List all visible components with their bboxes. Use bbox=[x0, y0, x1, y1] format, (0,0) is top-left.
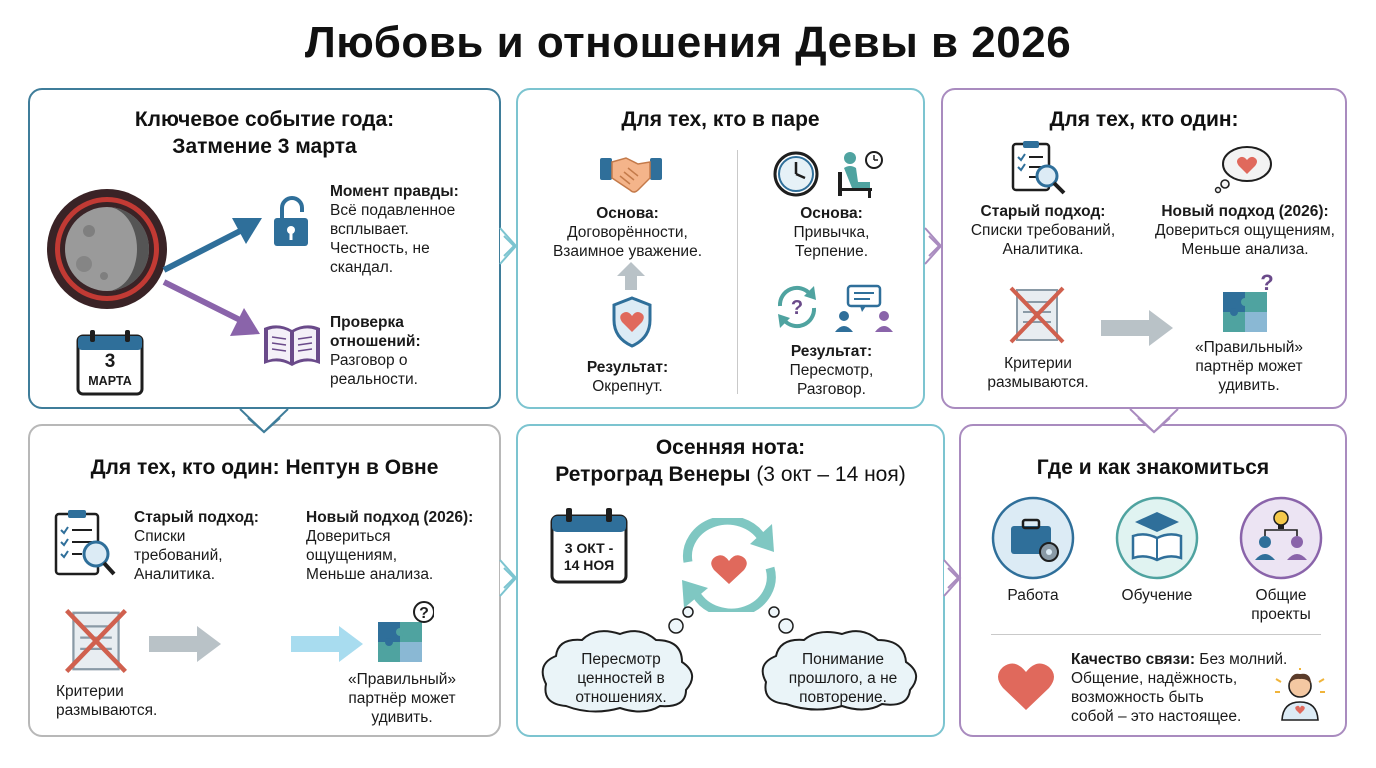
thought-cloud-left bbox=[541, 606, 694, 713]
panel-singles-title: Для тех, кто один: bbox=[1049, 108, 1239, 131]
cloud-right-text: Понимание прошлого, а не повторение. bbox=[788, 651, 898, 706]
neptune-partner: «Правильный» партнёр может удивить. bbox=[348, 671, 456, 726]
panel-meet-title: Где и как знакомиться bbox=[1036, 456, 1270, 479]
checklist-search-icon bbox=[54, 510, 116, 576]
checklist-search-icon bbox=[1011, 141, 1066, 195]
arrow-right-lightblue-icon bbox=[291, 626, 363, 662]
singles-partner: «Правильный» партнёр может удивить. bbox=[1195, 339, 1303, 394]
arrow-up-gray-icon bbox=[617, 262, 645, 290]
right-result: Результат: Пересмотр, Разговор. bbox=[789, 343, 874, 398]
singles-new-approach: Новый подход (2026): Довериться ощущения… bbox=[1155, 203, 1335, 258]
panel-meet: Где и как знакомиться Работа Обучение Об… bbox=[959, 424, 1347, 737]
neptune-criteria: Критерии размываются. bbox=[56, 683, 158, 719]
left-base: Основа: Договорённости, Взаимное уважени… bbox=[552, 205, 703, 260]
team-idea-icon bbox=[1239, 496, 1323, 580]
meet-divider bbox=[991, 634, 1321, 635]
neptune-new-approach: Новый подход (2026): Довериться ощущения… bbox=[306, 509, 474, 583]
arrow-up-icon bbox=[162, 218, 262, 273]
panel-venus-title: Осенняя нота: Ретроград Венеры (3 окт – … bbox=[555, 436, 906, 486]
right-base: Основа: Привычка, Терпение. bbox=[793, 205, 870, 260]
unlock-icon bbox=[274, 196, 308, 246]
panel-eclipse-title: Ключевое событие года: Затмение 3 марта bbox=[134, 108, 395, 158]
clock-icon bbox=[773, 151, 819, 197]
svg-text:?: ? bbox=[1260, 270, 1273, 295]
panel-couples: Для тех, кто в паре Основа: Договорённос… bbox=[516, 88, 925, 409]
handshake-icon bbox=[600, 157, 662, 193]
heart-icon bbox=[998, 663, 1054, 710]
meet-study: Обучение bbox=[1121, 587, 1193, 604]
waiting-person-icon bbox=[838, 151, 883, 198]
calendar-month: МАРТА bbox=[88, 374, 132, 388]
meet-quality: Качество связи: Без молний. Общение, над… bbox=[1071, 651, 1288, 725]
panel-couples-title: Для тех, кто в паре bbox=[621, 108, 820, 131]
singles-old-approach: Старый подход: Списки требований, Аналит… bbox=[970, 203, 1116, 258]
panel-neptune: Для тех, кто один: Нептун в Овне Старый … bbox=[28, 424, 501, 737]
arrow-right-gray-icon bbox=[1101, 310, 1173, 346]
person-glow-icon bbox=[1275, 668, 1325, 721]
crossed-list-icon bbox=[65, 608, 127, 674]
calendar-day: 3 bbox=[104, 351, 116, 372]
cloud-left-text: Пересмотр ценностей в отношениях. bbox=[575, 651, 667, 706]
heart-thought-icon bbox=[1214, 146, 1272, 194]
crossed-list-icon bbox=[1009, 286, 1065, 344]
puzzle-question-icon: ? bbox=[378, 601, 434, 662]
left-result: Результат: Окрепнут. bbox=[586, 359, 669, 395]
meet-projects: Общие проекты bbox=[1251, 587, 1311, 623]
svg-text:?: ? bbox=[419, 605, 429, 622]
truth-block: Момент правды: Всё подавленное всплывает… bbox=[330, 183, 459, 276]
meet-work: Работа bbox=[1007, 587, 1059, 604]
thought-cloud-right bbox=[761, 606, 917, 711]
arrow-right-gray-icon bbox=[149, 626, 221, 662]
shield-heart-icon bbox=[612, 296, 652, 348]
heart-cycle-icon bbox=[682, 518, 776, 612]
neptune-old-approach: Старый подход: Списки требований, Аналит… bbox=[134, 509, 259, 583]
singles-criteria: Критерии размываются. bbox=[987, 355, 1089, 391]
graduation-book-icon bbox=[1115, 496, 1199, 580]
panel-singles: Для тех, кто один: Старый подход: Списки… bbox=[941, 88, 1347, 409]
eclipse-icon bbox=[47, 189, 167, 309]
open-book-icon bbox=[264, 325, 320, 366]
puzzle-question-icon: ? bbox=[1223, 270, 1274, 332]
briefcase-icon bbox=[991, 496, 1075, 580]
calendar-range: 3 ОКТ - 14 НОЯ bbox=[563, 540, 615, 573]
review-cycle-icon: ? bbox=[777, 285, 817, 329]
calendar-oct-nov-icon: 3 ОКТ - 14 НОЯ bbox=[550, 506, 628, 584]
page-title: Любовь и отношения Девы в 2026 bbox=[304, 18, 1072, 67]
panel-neptune-title: Для тех, кто один: Нептун в Овне bbox=[90, 456, 439, 479]
conversation-icon bbox=[835, 284, 893, 332]
panel-eclipse: Ключевое событие года: Затмение 3 марта … bbox=[28, 88, 501, 409]
arrow-down-icon bbox=[162, 279, 260, 336]
calendar-march-icon: 3 МАРТА bbox=[76, 328, 144, 396]
panel-venus: Осенняя нота: Ретроград Венеры (3 окт – … bbox=[516, 424, 945, 737]
svg-text:?: ? bbox=[791, 297, 803, 319]
check-block: Проверка отношений: Разговор о реальност… bbox=[330, 314, 421, 388]
panel-couples-divider bbox=[737, 150, 738, 394]
